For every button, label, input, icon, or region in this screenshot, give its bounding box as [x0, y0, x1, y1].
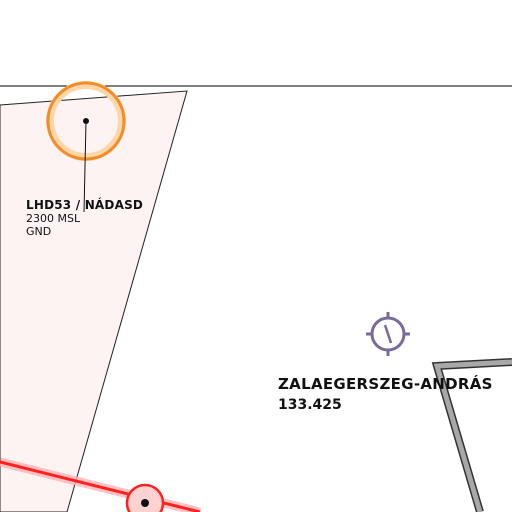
airspace-boundary-inner: [433, 359, 512, 512]
danger-zone-area[interactable]: [0, 90, 188, 512]
reporting-point-halo: [46, 81, 126, 161]
route-waypoint-dot: [141, 499, 149, 507]
reporting-point-leader-line: [83, 120, 87, 213]
airport-frequency-label: 133.425: [278, 397, 342, 413]
airport-icon[interactable]: [366, 312, 410, 356]
airport-name-label: ZALAEGERSZEG-ANDRÁS: [278, 375, 493, 393]
route-waypoint-ring[interactable]: [125, 483, 165, 512]
reporting-point-ring[interactable]: [46, 81, 126, 161]
route-waypoint-halo: [126, 484, 164, 512]
danger-zone-lower-limit-label: GND: [26, 225, 52, 238]
danger-zone-upper-limit-label: 2300 MSL: [26, 212, 81, 225]
route-line[interactable]: [0, 460, 201, 512]
danger-zone-name-label: LHD53 / NÁDASD: [26, 198, 144, 212]
